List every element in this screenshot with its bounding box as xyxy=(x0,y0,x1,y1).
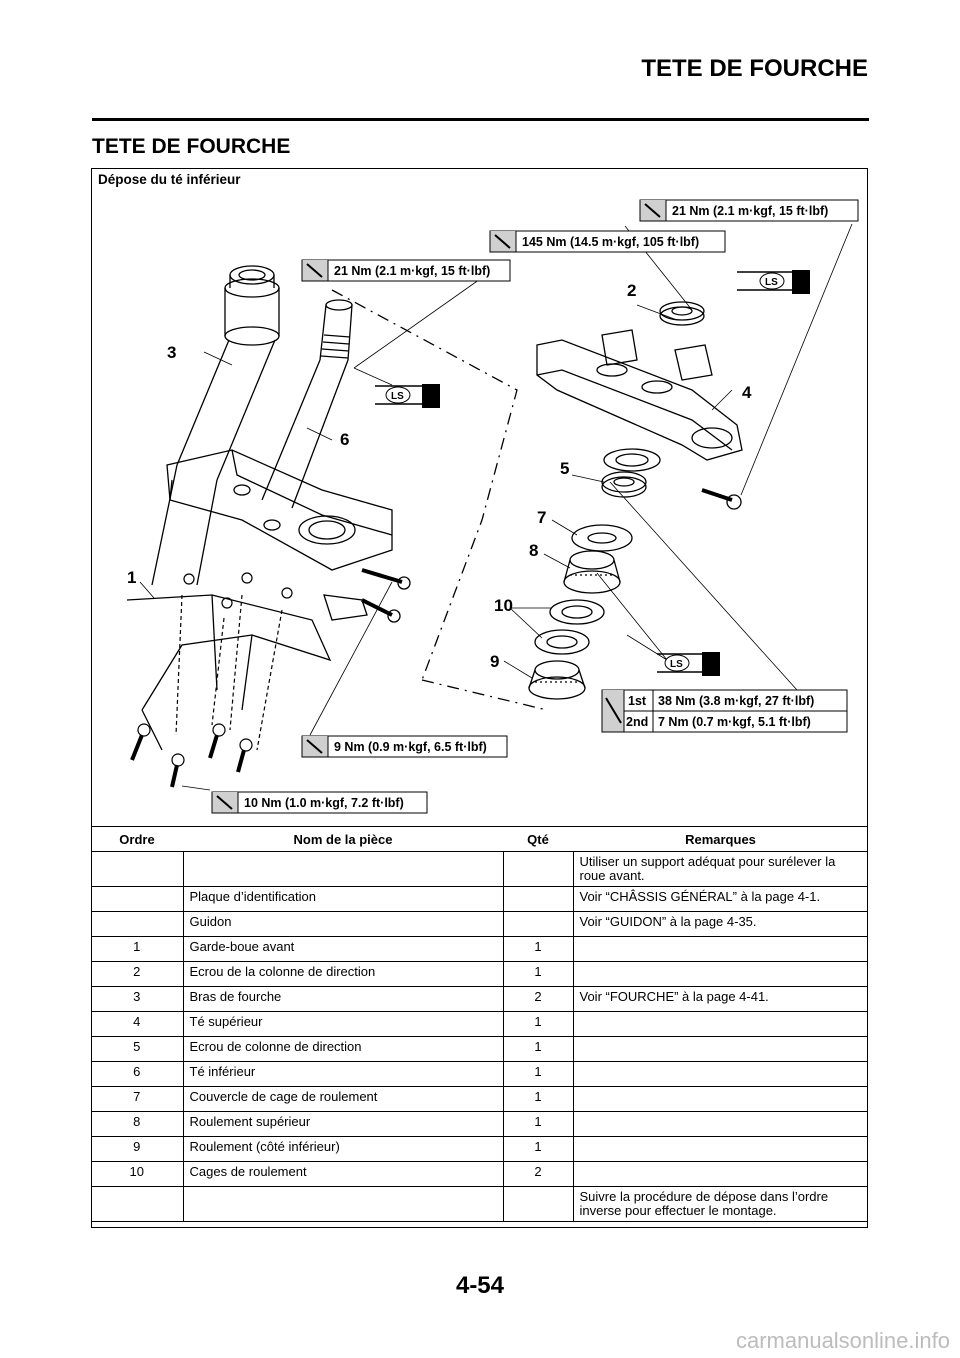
callout-1: 1 xyxy=(127,568,136,587)
under-bracket-drawing xyxy=(166,449,393,571)
svg-text:21 Nm (2.1 m·kgf, 15 ft·lbf): 21 Nm (2.1 m·kgf, 15 ft·lbf) xyxy=(672,204,828,218)
svg-text:10 Nm (1.0 m·kgf, 7.2 ft·lbf): 10 Nm (1.0 m·kgf, 7.2 ft·lbf) xyxy=(244,796,404,810)
ls-lubricant-icon: LS xyxy=(657,652,720,676)
svg-text:9 Nm (0.9 m·kgf, 6.5 ft·lbf): 9 Nm (0.9 m·kgf, 6.5 ft·lbf) xyxy=(334,740,487,754)
parts-table: Ordre Nom de la pièce Qté Remarques Util… xyxy=(91,826,868,1222)
upper-bracket-drawing xyxy=(536,329,743,461)
svg-text:145 Nm (14.5 m·kgf, 105 ft·lbf: 145 Nm (14.5 m·kgf, 105 ft·lbf) xyxy=(522,235,699,249)
torque-label-21nm-lower: 21 Nm (2.1 m·kgf, 15 ft·lbf) xyxy=(301,259,511,282)
torque-label-10nm: 10 Nm (1.0 m·kgf, 7.2 ft·lbf) xyxy=(211,791,428,814)
callout-5: 5 xyxy=(560,459,569,478)
svg-text:7 Nm (0.7 m·kgf, 5.1 ft·lbf): 7 Nm (0.7 m·kgf, 5.1 ft·lbf) xyxy=(658,715,811,729)
section-title: TETE DE FOURCHE xyxy=(92,135,291,158)
watermark-text: carmanualsonline.info xyxy=(735,1328,950,1353)
svg-text:2nd: 2nd xyxy=(626,715,648,729)
column-header-part-name: Nom de la pièce xyxy=(183,826,503,852)
table-header-row: Ordre Nom de la pièce Qté Remarques xyxy=(91,826,868,852)
header-rule xyxy=(92,118,869,121)
callout-4: 4 xyxy=(742,383,752,402)
svg-text:LS: LS xyxy=(391,391,404,402)
fork-tube-drawing xyxy=(151,265,280,586)
svg-text:1st: 1st xyxy=(628,694,647,708)
ls-lubricant-icon: LS xyxy=(737,270,810,294)
ls-lubricant-icon: LS xyxy=(375,384,440,408)
torque-label-145nm: 145 Nm (14.5 m·kgf, 105 ft·lbf) xyxy=(489,230,726,253)
svg-text:LS: LS xyxy=(765,277,778,288)
torque-label-9nm: 9 Nm (0.9 m·kgf, 6.5 ft·lbf) xyxy=(301,735,508,758)
svg-text:38 Nm (3.8 m·kgf, 27 ft·lbf): 38 Nm (3.8 m·kgf, 27 ft·lbf) xyxy=(658,694,814,708)
figure-title: Dépose du té inférieur xyxy=(98,172,241,187)
callout-10: 10 xyxy=(494,596,513,615)
exploded-diagram: 1 2 3 4 5 6 7 8 9 10 LS LS LS xyxy=(126,199,859,814)
page-number: 4-54 xyxy=(455,1272,505,1299)
column-header-qty: Qté xyxy=(503,826,573,852)
torque-label-21nm-upper: 21 Nm (2.1 m·kgf, 15 ft·lbf) xyxy=(639,199,859,222)
callout-8: 8 xyxy=(529,541,538,560)
svg-text:21 Nm (2.1 m·kgf, 15 ft·lbf): 21 Nm (2.1 m·kgf, 15 ft·lbf) xyxy=(334,264,490,278)
table-row: Suivre la procédure de dépose dans l’ord… xyxy=(91,1186,868,1222)
callout-3: 3 xyxy=(167,343,176,362)
front-fender-drawing xyxy=(126,594,332,751)
column-header-order: Ordre xyxy=(91,826,183,852)
table-row: Utiliser un support adéquat pour surélev… xyxy=(91,851,868,887)
running-head: TETE DE FOURCHE xyxy=(641,55,868,82)
callout-7: 7 xyxy=(537,508,546,527)
callout-9: 9 xyxy=(490,652,499,671)
torque-label-two-step: 1st 38 Nm (3.8 m·kgf, 27 ft·lbf) 2nd 7 N… xyxy=(601,689,848,733)
callout-6: 6 xyxy=(340,430,349,449)
column-header-remarks: Remarques xyxy=(573,826,868,852)
svg-text:LS: LS xyxy=(670,659,683,670)
figure-frame xyxy=(91,168,868,1228)
callout-2: 2 xyxy=(627,281,636,300)
